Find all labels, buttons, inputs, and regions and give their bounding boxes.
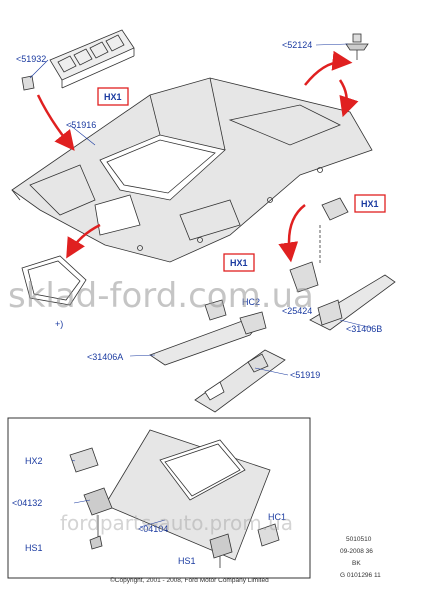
hx1-callout-top: HX1 (97, 87, 129, 106)
hx1-callout-mid: HX1 (223, 253, 255, 272)
label-hs1-mid: HS1 (178, 556, 196, 566)
ref-number-3: BK (352, 560, 361, 567)
sun-visor-inset-illustration (69, 429, 280, 568)
label-hx2: HX2 (25, 456, 43, 466)
ref-number-4: G 0101296 11 (340, 572, 381, 579)
label-52124: <52124 (282, 40, 312, 50)
label-hs1-left: HS1 (25, 543, 43, 553)
clip-tray-illustration (49, 29, 135, 89)
ref-number-2: 09-2008 36 (340, 548, 373, 555)
label-04104: <04104 (138, 524, 168, 534)
label-51916: <51916 (66, 120, 96, 130)
label-25424: <25424 (282, 306, 312, 316)
hx1-label-top: HX1 (104, 92, 122, 102)
label-hc2: HC2 (242, 297, 260, 307)
ref-number-1: 5010510 (346, 536, 372, 543)
hx1-label-right: HX1 (361, 199, 379, 209)
clip-51932-illustration (21, 75, 35, 91)
light-gasket-illustration (21, 255, 87, 306)
hx1-callout-right: HX1 (354, 194, 386, 213)
note-plus: +) (55, 319, 63, 329)
label-31406b: <31406B (346, 324, 382, 334)
label-04132: <04132 (12, 498, 42, 508)
watermark-bottom: fordparts-auto.prom.ua (60, 511, 293, 535)
inset-frame (7, 417, 311, 579)
sun-visor-51919-illustration (194, 349, 286, 413)
grab-handle-31406b-illustration (289, 197, 396, 331)
screw-52124-illustration (345, 33, 369, 60)
leader-lines (29, 43, 373, 528)
hx1-label-mid: HX1 (230, 258, 248, 268)
grab-handle-31406a-illustration (149, 299, 267, 366)
watermark-main: sklad-ford.com.ua (8, 276, 314, 316)
label-31406a: <31406A (87, 352, 123, 362)
headliner-illustration (11, 77, 373, 263)
label-hc1: HC1 (268, 512, 286, 522)
assembly-arrows (36, 50, 359, 263)
copyright-text: ©Copyright, 2001 - 2008, Ford Motor Comp… (110, 576, 269, 584)
label-51919: <51919 (290, 370, 320, 380)
label-51932: <51932 (16, 54, 46, 64)
